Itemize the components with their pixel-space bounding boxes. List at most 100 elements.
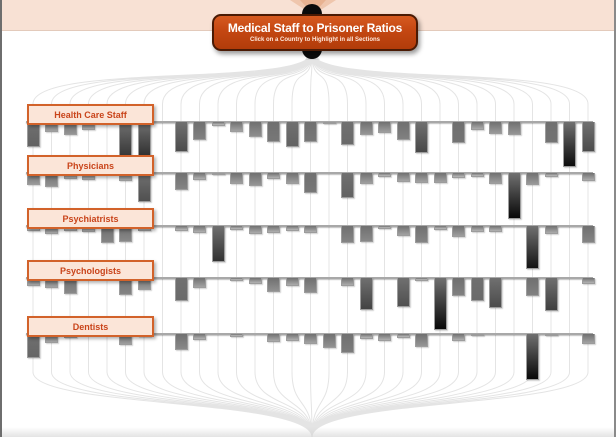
country-bar[interactable] [248, 122, 262, 137]
country-bar[interactable] [489, 173, 502, 184]
country-bar[interactable] [193, 173, 206, 180]
country-bar[interactable] [415, 226, 428, 243]
country-bar[interactable] [581, 334, 595, 344]
country-bar[interactable] [285, 226, 299, 231]
country-bar[interactable] [63, 278, 77, 294]
country-bar[interactable] [359, 278, 373, 310]
country-bar[interactable] [63, 122, 77, 135]
country-bar[interactable] [396, 122, 410, 140]
country-bar[interactable] [452, 334, 465, 341]
country-bar[interactable] [396, 278, 410, 307]
country-bar[interactable] [137, 173, 151, 202]
country-bar[interactable] [26, 122, 40, 147]
country-bar[interactable] [433, 226, 447, 230]
country-bar[interactable] [45, 226, 58, 234]
country-bar[interactable] [304, 122, 317, 142]
country-bar[interactable] [304, 173, 317, 193]
country-bar[interactable] [193, 278, 206, 288]
country-bar[interactable] [230, 122, 243, 132]
country-bar[interactable] [322, 122, 336, 124]
country-bar[interactable] [544, 278, 558, 311]
country-bar[interactable] [544, 173, 558, 177]
country-bar[interactable] [452, 122, 465, 143]
country-bar[interactable] [581, 278, 595, 284]
country-bar[interactable] [452, 278, 465, 296]
country-bar[interactable] [285, 122, 299, 147]
country-bar[interactable] [433, 173, 447, 183]
country-bar[interactable] [82, 122, 95, 130]
country-bar[interactable] [581, 226, 595, 243]
country-bar[interactable] [119, 173, 132, 181]
country-bar[interactable] [174, 226, 188, 231]
country-bar[interactable] [285, 334, 299, 341]
country-bar[interactable] [526, 173, 539, 185]
country-bar[interactable] [544, 226, 558, 234]
country-bar[interactable] [230, 278, 243, 281]
country-bar[interactable] [45, 173, 58, 187]
country-bar[interactable] [285, 278, 299, 286]
country-bar[interactable] [211, 122, 225, 126]
country-bar[interactable] [359, 122, 373, 135]
country-bar[interactable] [119, 334, 132, 345]
country-bar[interactable] [526, 278, 539, 296]
country-bar[interactable] [230, 173, 243, 184]
country-bar[interactable] [119, 122, 132, 157]
country-bar[interactable] [174, 173, 188, 190]
country-bar[interactable] [433, 278, 447, 330]
country-bar[interactable] [304, 226, 317, 233]
country-bar[interactable] [341, 334, 354, 353]
country-bar[interactable] [174, 278, 188, 301]
country-bar[interactable] [304, 278, 317, 293]
country-bar[interactable] [396, 173, 410, 182]
country-bar[interactable] [396, 334, 410, 338]
country-bar[interactable] [415, 173, 428, 183]
country-bar[interactable] [45, 278, 58, 288]
country-bar[interactable] [285, 173, 299, 184]
country-bar[interactable] [341, 226, 354, 243]
country-bar[interactable] [452, 226, 465, 237]
country-bar[interactable] [119, 278, 132, 295]
country-bar[interactable] [267, 334, 280, 342]
country-bar[interactable] [489, 278, 502, 308]
country-bar[interactable] [100, 226, 114, 243]
country-bar[interactable] [82, 173, 95, 180]
country-bar[interactable] [230, 334, 243, 337]
country-bar[interactable] [45, 334, 58, 343]
country-bar[interactable] [26, 278, 40, 286]
country-bar[interactable] [581, 122, 595, 152]
country-bar[interactable] [359, 334, 373, 339]
country-bar[interactable] [26, 334, 40, 358]
country-bar[interactable] [544, 122, 558, 143]
country-bar[interactable] [248, 278, 262, 284]
country-bar[interactable] [341, 173, 354, 198]
country-bar[interactable] [322, 334, 336, 348]
country-bar[interactable] [45, 122, 58, 132]
country-bar[interactable] [267, 278, 280, 292]
country-bar[interactable] [470, 122, 484, 130]
country-bar[interactable] [470, 278, 484, 301]
country-bar[interactable] [415, 122, 428, 153]
country-bar[interactable] [137, 278, 151, 290]
country-bar[interactable] [489, 122, 502, 134]
country-bar[interactable] [359, 173, 373, 184]
country-bar[interactable] [378, 122, 391, 133]
country-bar[interactable] [193, 334, 206, 340]
country-bar[interactable] [470, 226, 484, 232]
country-bar[interactable] [396, 226, 410, 236]
country-bar[interactable] [82, 226, 95, 232]
country-bar[interactable] [378, 226, 391, 229]
country-bar[interactable] [119, 226, 132, 242]
country-bar[interactable] [415, 278, 428, 281]
country-bar[interactable] [507, 122, 521, 135]
country-bar[interactable] [544, 334, 558, 336]
country-bar[interactable] [267, 122, 280, 142]
country-bar[interactable] [193, 122, 206, 140]
country-bar[interactable] [304, 334, 317, 344]
country-bar[interactable] [267, 173, 280, 179]
country-bar[interactable] [211, 173, 225, 175]
country-bar[interactable] [581, 173, 595, 181]
country-bar[interactable] [563, 122, 576, 167]
country-bar[interactable] [267, 226, 280, 233]
country-bar[interactable] [489, 226, 502, 232]
country-bar[interactable] [174, 334, 188, 350]
